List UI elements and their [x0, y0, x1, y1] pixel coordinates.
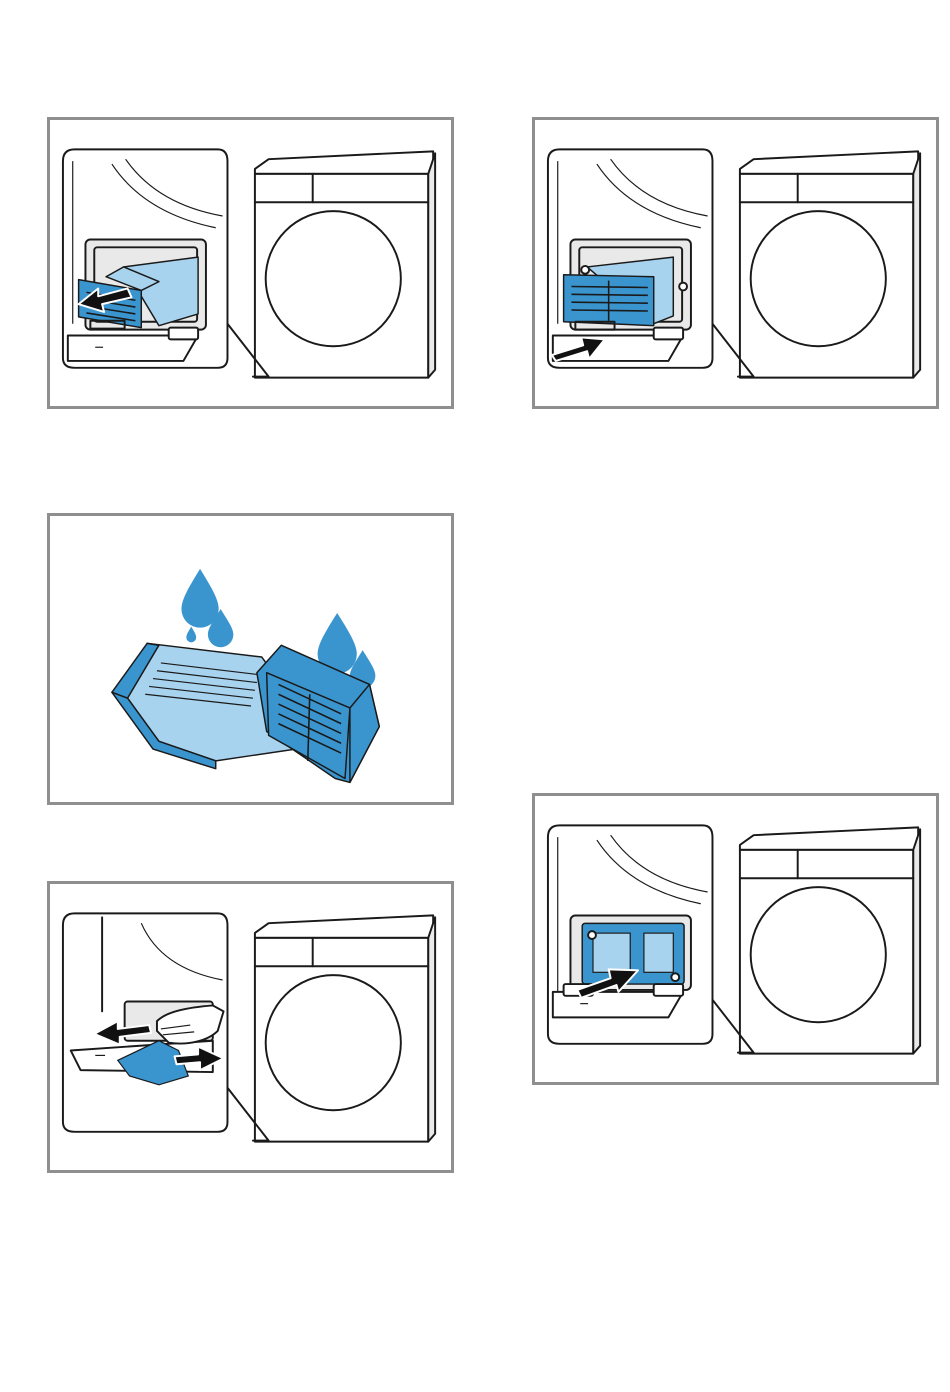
illustration-clean-seals [47, 881, 454, 1173]
dryer-illustration [50, 884, 451, 1170]
inset-callout [63, 149, 269, 376]
illustration-remove-heat-exchanger [47, 117, 454, 409]
illustration-check-compartment [532, 793, 939, 1085]
inset-callout [548, 149, 754, 376]
illustration-insert-heat-exchanger [532, 117, 939, 409]
dryer-icon [255, 915, 435, 1141]
inset-callout [63, 913, 269, 1140]
dryer-icon [740, 827, 920, 1053]
inset-callout [548, 825, 754, 1052]
dryer-icon [255, 151, 435, 377]
dryer-icon [740, 151, 920, 377]
dryer-illustration [535, 796, 936, 1082]
dryer-illustration [535, 120, 936, 406]
illustration-rinse-heat-exchanger [47, 513, 454, 805]
dryer-illustration [50, 120, 451, 406]
rinse-illustration [50, 516, 451, 802]
